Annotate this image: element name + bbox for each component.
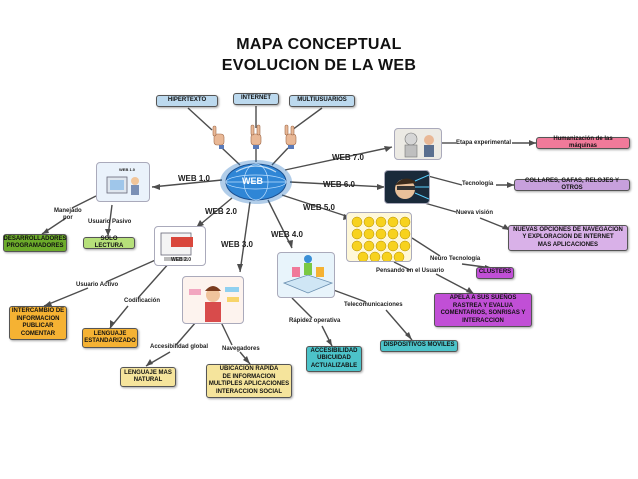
lenguaje-mas-natural-box: LENGUAJE MAS NATURAL [120,367,176,387]
web-1-0-image-tag: WEB 1.0 [119,167,136,172]
web-2-0-image-tag: WEB 2.0 [171,257,192,263]
hand-icon-right [284,124,297,149]
telecomunicaciones-label: Telecomunicaciones [344,302,403,308]
nueva-vision-label: Nueva visión [456,210,494,216]
dispositivos-moviles-box: DISPOSITIVOS MOVILES [380,340,458,352]
multiusuarios-box: MULTIUSUARIOS [289,95,355,107]
manejado-por-label: Manejado por [54,208,82,221]
web-5-0-illustration [346,212,412,262]
web-1-0-illustration: WEB 1.0 [96,162,150,202]
neuro-tecnologia-label: Neuro Tecnología [430,256,481,262]
usuario-pasivo-label: Usuario Pasivo [88,219,132,225]
web-2-0-label: WEB 2.0 [205,207,238,216]
web-4-0-illustration [277,252,335,298]
intercambio-box: INTERCAMBIO DE INFORMACION PUBLICAR COME… [9,306,67,340]
web-4-0-label: WEB 4.0 [271,230,304,239]
hipertexto-box: HIPERTEXTO [156,95,218,107]
hand-icon-left [212,125,225,149]
accesibilidad-global-label: Accesibilidad global [150,344,209,350]
clusters-box: CLUSTERS [476,267,514,279]
web-7-0-illustration [394,128,442,160]
hand-icon-center [250,124,262,149]
nuevas-opciones-box: NUEVAS OPCIONES DE NAVEGACION Y EXPLORAC… [508,225,628,251]
navegadores-label: Navegadores [222,346,260,352]
map-title-line1: MAPA CONCEPTUAL [236,36,402,53]
web-6-0-label: WEB 6.0 [323,180,356,189]
web-5-0-label: WEB 5.0 [303,203,336,212]
web-3-0-illustration [182,276,244,324]
accesibilidad-box: ACCESIBILIDAD UBICUIDAD ACTUALIZABLE [306,346,362,372]
web-7-0-label: WEB 7.0 [332,153,365,162]
collares-box: COLLARES, GAFAS, RELOJES Y OTROS [514,178,630,191]
apela-suenos-box: APELA A SUS SUEÑOS RASTREA Y EVALUA COME… [434,293,532,327]
etapa-experimental-label: Etapa experimental [456,140,512,146]
center-web-label: WEB [242,176,263,186]
rapidez-operativa-label: Rápidez operativa [289,318,341,324]
usuario-activo-label: Usuario Activo [76,282,119,288]
lenguaje-estandarizado-box: LENGUAJE ESTANDARIZADO [82,328,138,348]
web-globe-icon [220,160,292,204]
pensando-usuario-label: Pensando en el Usuario [376,268,445,274]
desarrolladores-box: DESARROLLADORES PROGRAMADORES [3,234,67,252]
codificacion-label: Codificación [124,298,161,304]
web-2-0-illustration: WEB 2.0 [154,226,206,266]
web-6-0-illustration [384,170,430,204]
humanizacion-box: Humanización de las máquinas [536,136,630,149]
internet-box: INTERNET [233,93,279,105]
tecnologia-label: Tecnología [462,181,494,187]
map-title-line2: EVOLUCION DE LA WEB [221,57,417,74]
solo-lectura-box: SOLO LECTURA [83,236,135,249]
web-1-0-label: WEB 1.0 [178,174,211,183]
ubicacion-rapida-box: UBICACION RAPIDA DE INFORMACION MULTIPLE… [206,364,292,398]
web-3-0-label: WEB 3.0 [221,240,254,249]
